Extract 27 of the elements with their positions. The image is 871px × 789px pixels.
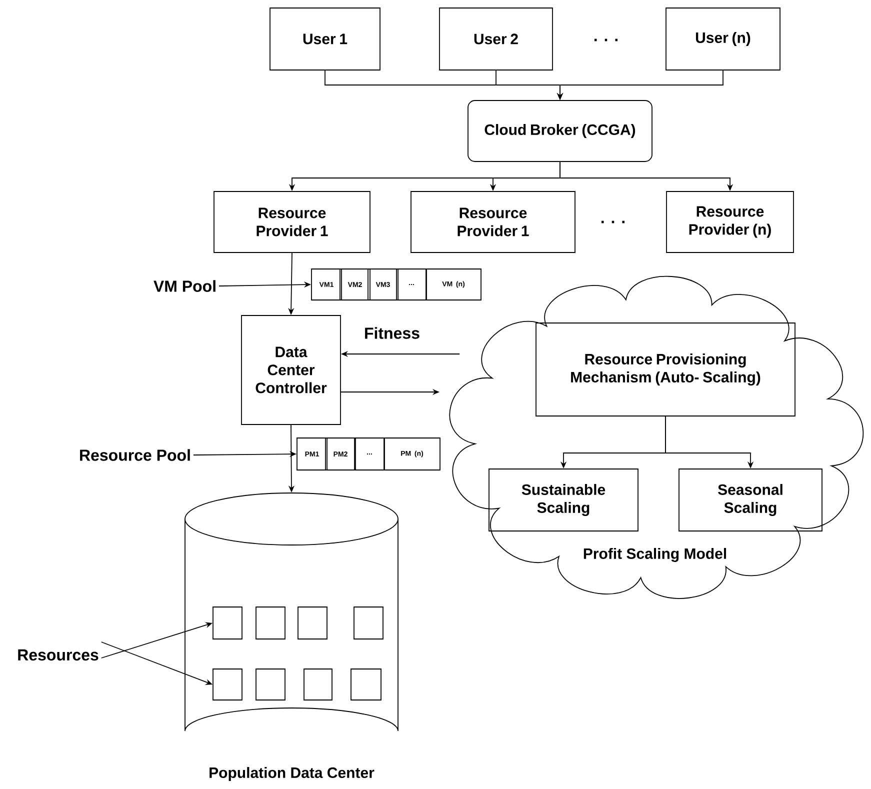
process-box: Resource Provider (n) [666, 191, 794, 253]
process-box: User (n) [666, 8, 780, 70]
resource-square [256, 668, 286, 700]
process-box: Seasonal Scaling [678, 468, 822, 532]
rounded-box: Cloud Broker (CCGA) [468, 100, 652, 162]
process-box: Data Center Controller [241, 315, 341, 425]
process-box: User 2 [439, 8, 553, 70]
resource-square [298, 606, 328, 640]
resource-square [212, 668, 242, 700]
text-label: VM Pool [154, 280, 216, 292]
process-box: Sustainable Scaling [488, 468, 638, 532]
edge-label: Fitness [363, 326, 422, 340]
process-box: Resource Provider 1 [410, 191, 576, 253]
text-label: Resources [18, 649, 98, 661]
node-label: Population Data Center [210, 767, 374, 781]
ellipsis-dots: . . . [602, 220, 624, 224]
database-cylinder: Population Data Center [184, 492, 398, 781]
resource-square [354, 606, 384, 640]
process-box: Resource Provider 1 [214, 191, 370, 253]
text-label: Resource Pool [80, 449, 190, 461]
resource-square [350, 668, 382, 700]
resource-square [212, 606, 242, 640]
resource-square [304, 668, 332, 700]
ellipsis-dots: . . . [594, 38, 618, 42]
resource-square [256, 606, 286, 640]
process-box: Resource Provisioning Mechanism (Auto- Scaling) [536, 322, 796, 416]
process-box: User 1 [270, 8, 380, 70]
